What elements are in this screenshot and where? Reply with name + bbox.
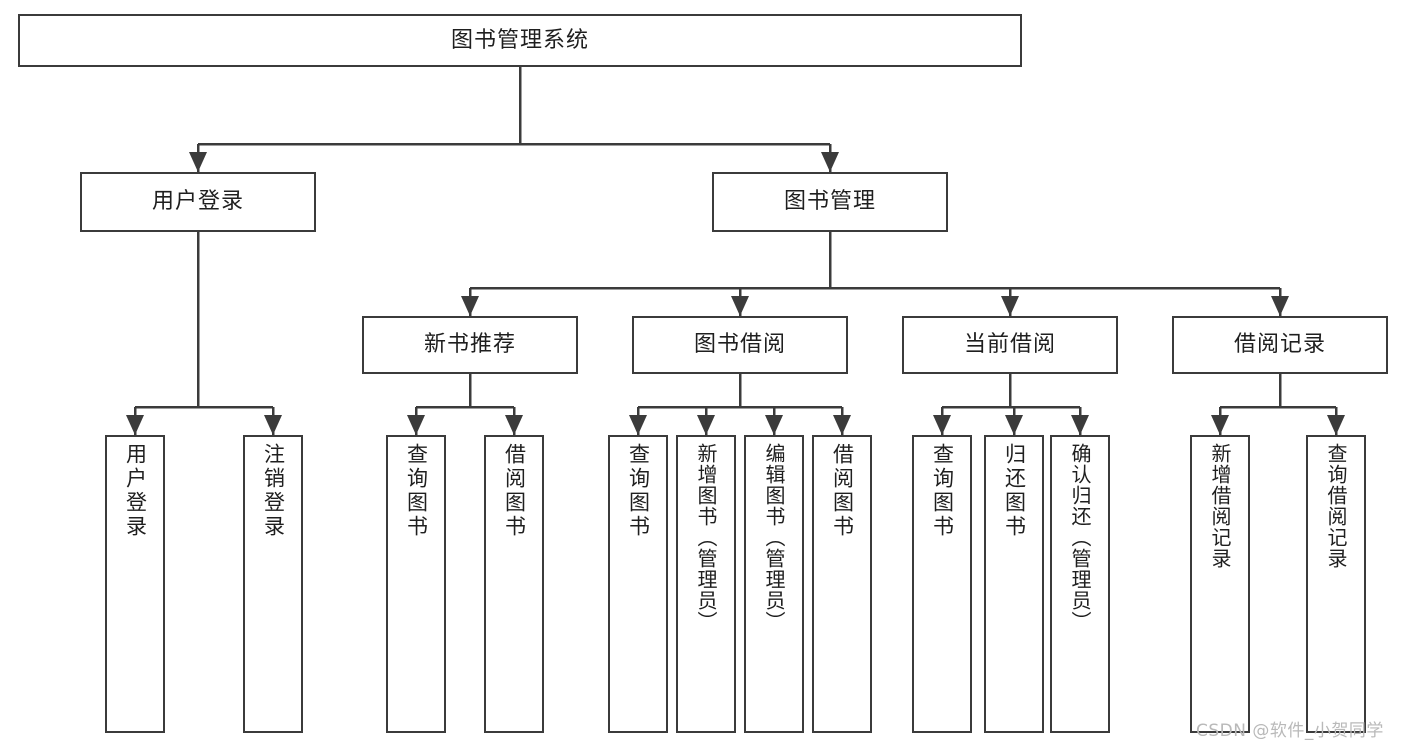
node-label: 查询图书 [930,443,955,539]
node-l4-query-bk[interactable]: 查询图书 [608,435,668,733]
node-l4-add-rec[interactable]: 新增借阅记录 [1190,435,1250,733]
node-l3-records[interactable]: 借阅记录 [1172,316,1388,374]
node-label: 借阅记录 [1233,332,1326,358]
node-label: 用户登录 [123,443,148,539]
node-label: 查询图书 [626,443,651,539]
node-l4-borrow-nb[interactable]: 借阅图书 [484,435,544,733]
node-label: 图书管理系统 [450,27,589,53]
node-l4-borrow-bk[interactable]: 借阅图书 [812,435,872,733]
node-l3-borrow[interactable]: 图书借阅 [632,316,848,374]
node-label: 当前借阅 [963,332,1056,358]
node-label: 注销登录 [261,443,286,539]
node-label: 查询图书 [404,443,429,539]
node-l4-add-bk[interactable]: 新增图书（管理员） [676,435,736,733]
node-label: 用户登录 [151,189,244,215]
node-l3-newbook[interactable]: 新书推荐 [362,316,578,374]
node-l4-edit-bk[interactable]: 编辑图书（管理员） [744,435,804,733]
csdn-watermark: CSDN @软件_小贺同学 [1196,721,1384,741]
node-label: 确认归还（管理员） [1068,443,1092,632]
node-label: 新增借阅记录 [1208,443,1232,569]
node-label: 查询借阅记录 [1324,443,1348,569]
node-root[interactable]: 图书管理系统 [18,14,1022,67]
node-l3-current[interactable]: 当前借阅 [902,316,1118,374]
node-label: 新书推荐 [423,332,516,358]
node-label: 编辑图书（管理员） [762,443,786,632]
node-label: 借阅图书 [830,443,855,539]
node-l4-query-cur[interactable]: 查询图书 [912,435,972,733]
node-label: 借阅图书 [502,443,527,539]
node-label: 归还图书 [1002,443,1027,539]
node-l4-confirm-cur[interactable]: 确认归还（管理员） [1050,435,1110,733]
node-l2-login[interactable]: 用户登录 [80,172,316,232]
node-l4-query-nb[interactable]: 查询图书 [386,435,446,733]
node-label: 新增图书（管理员） [694,443,718,632]
node-l4-return-cur[interactable]: 归还图书 [984,435,1044,733]
node-l2-manage[interactable]: 图书管理 [712,172,948,232]
node-label: 图书借阅 [693,332,786,358]
node-l4-userlogin[interactable]: 用户登录 [105,435,165,733]
node-label: 图书管理 [783,189,876,215]
node-l4-logout[interactable]: 注销登录 [243,435,303,733]
node-l4-query-rec[interactable]: 查询借阅记录 [1306,435,1366,733]
